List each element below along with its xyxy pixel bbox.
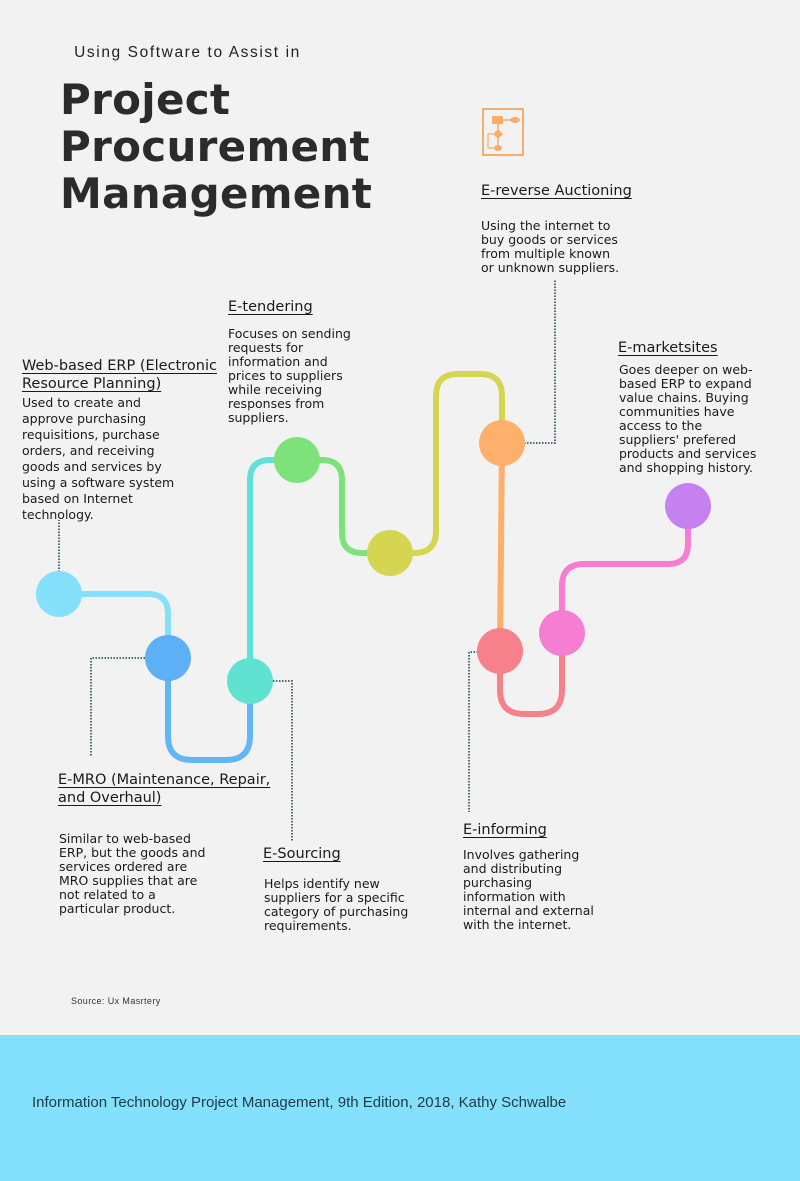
path-segment-6 [497,440,505,654]
title-line-1: Project [60,75,231,124]
footer-citation: Information Technology Project Managemen… [32,1094,567,1111]
erp-description: Used to create and approve purchasing re… [22,395,175,522]
node-5 [367,530,413,576]
node-9 [665,483,711,529]
path-segment-7 [497,630,565,717]
node-4 [274,437,320,483]
node-3 [227,658,273,704]
mro-heading: E-MRO (Maintenance, Repair, and Overhaul… [58,772,271,806]
sourcing-heading: E-Sourcing [263,846,341,862]
node-1 [36,571,82,617]
node-8 [539,610,585,656]
tendering-description: Focuses on sending requests for informat… [228,326,351,425]
informing-heading: E-informing [463,822,547,838]
marketsites-heading: E-marketsites [618,340,718,356]
leader-sourcing [270,680,293,842]
reverse-auction-description: Using the internet to buy goods or servi… [481,218,620,275]
leader-informing [468,651,478,812]
path-segment-4 [294,457,393,556]
subtitle: Using Software to Assist in [74,44,301,61]
source-note: Source: Ux Masrtery [71,996,161,1006]
title-line-2: Procurement [60,122,370,171]
path-segment-2 [165,655,253,763]
path-segment-5 [387,371,505,556]
node-6 [479,420,525,466]
flowchart-icon [482,108,524,156]
tendering-heading: E-tendering [228,299,313,315]
leader-reverse-auction [524,280,556,444]
erp-heading: Web-based ERP (Electronic Resource Plann… [22,358,217,392]
marketsites-description: Goes deeper on web-based ERP to expand v… [619,362,757,475]
path-segment-3 [247,457,300,684]
informing-description: Involves gathering and distributing purc… [463,847,594,932]
footer-band [0,1035,800,1181]
sourcing-description: Helps identify new suppliers for a speci… [264,876,409,933]
path-segment-8 [559,503,691,636]
node-2 [145,635,191,681]
leader-lines [58,280,556,842]
timeline-nodes [36,420,711,704]
reverse-auction-heading: E-reverse Auctioning [481,183,632,199]
node-7 [477,628,523,674]
page-title: Project Procurement Management [60,76,372,217]
leader-mro [90,657,148,757]
mro-description: Similar to web-based ERP, but the goods … [59,831,206,916]
timeline-path [56,371,691,763]
path-segment-1 [56,591,171,661]
title-line-3: Management [60,169,373,218]
